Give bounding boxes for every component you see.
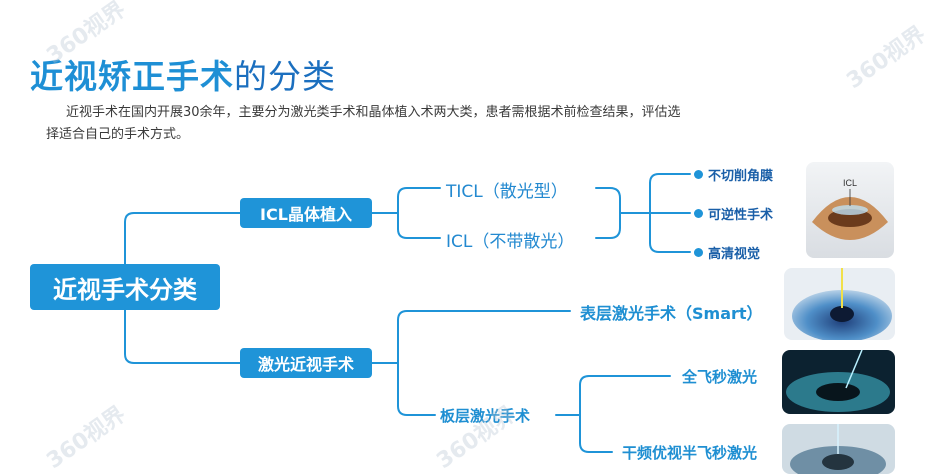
bracket-icl bbox=[595, 187, 621, 239]
line-feature-3 bbox=[649, 242, 691, 253]
bullet-dot-icon bbox=[694, 170, 703, 179]
icl-image-label: ICL bbox=[843, 178, 857, 188]
leaf-surface-laser: 表层激光手术（Smart） bbox=[580, 304, 763, 323]
intro-text: 近视手术在国内开展30余年，主要分为激光类手术和晶体植入术两大类，患者需根据术前… bbox=[46, 105, 681, 142]
root-node: 近视手术分类 bbox=[30, 264, 220, 310]
line-laser-surface bbox=[397, 310, 571, 321]
feature-label: 高清视觉 bbox=[708, 247, 761, 262]
line-sub-2 bbox=[579, 442, 613, 453]
icl-eye-image: ICL bbox=[806, 162, 894, 258]
feature-label: 可逆性手术 bbox=[708, 208, 774, 223]
surface-laser-eye-image bbox=[784, 268, 895, 340]
feature-label: 不切削角膜 bbox=[708, 169, 774, 184]
title-tail: 的分类 bbox=[234, 57, 336, 96]
line-feature-1 bbox=[649, 173, 691, 184]
femto-eye-image bbox=[782, 350, 895, 414]
line-root-icl bbox=[124, 212, 241, 265]
category-laser: 激光近视手术 bbox=[240, 348, 372, 378]
bullet-dot-icon bbox=[694, 248, 703, 257]
line-laser-lamellar bbox=[397, 405, 436, 416]
semi-femto-eye-image bbox=[782, 424, 895, 474]
page-title: 近视矫正手术的分类 bbox=[30, 50, 336, 98]
bullet-dot-icon bbox=[694, 209, 703, 218]
leaf-ticl: TICL（散光型） bbox=[446, 182, 568, 202]
line-sub-1 bbox=[579, 375, 671, 386]
line-root-laser bbox=[124, 309, 241, 364]
feature-item: 可逆性手术 bbox=[694, 204, 773, 223]
leaf-femto-lasik: 全飞秒激光 bbox=[682, 368, 758, 386]
leaf-semi-femto: 干频优视半飞秒激光 bbox=[622, 444, 758, 462]
category-icl: ICL晶体植入 bbox=[240, 198, 372, 228]
title-main: 近视矫正手术 bbox=[30, 57, 234, 96]
feature-item: 不切削角膜 bbox=[694, 165, 773, 184]
leaf-icl: ICL（不带散光） bbox=[446, 232, 575, 252]
feature-item: 高清视觉 bbox=[694, 243, 760, 262]
line-icl-ticl bbox=[397, 187, 441, 198]
line-icl-icl bbox=[397, 228, 441, 239]
leaf-lamellar-laser: 板层激光手术 bbox=[440, 407, 531, 425]
